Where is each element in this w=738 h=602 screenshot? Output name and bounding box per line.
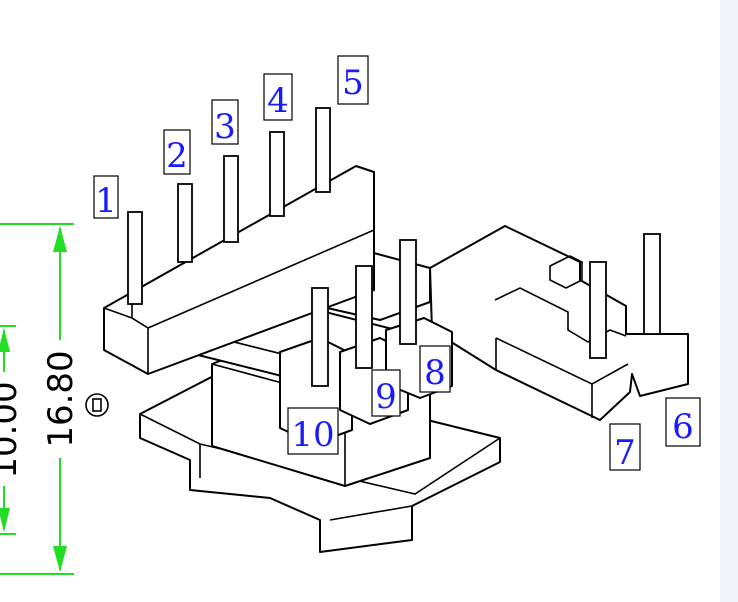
pin-label-4: 4 [263,73,293,121]
pin-label-2: 2 [163,129,191,176]
pin-9 [355,265,373,369]
pin-8 [399,239,417,345]
transformer-bobbin-drawing: 16.80 10.00 [0,55,701,575]
right-header-block [429,225,689,421]
svg-text:6: 6 [672,407,694,447]
arrowhead-up [53,226,67,252]
pin-10 [311,287,329,387]
arrowhead-inner-up [0,328,10,352]
right-header-front-face [495,337,629,418]
svg-text:10: 10 [291,415,334,455]
pin-1 [127,211,143,305]
pin-label-5: 5 [337,55,369,105]
pin-4 [269,131,285,217]
pin-label-10: 10 [287,407,339,455]
pin-6 [643,233,661,335]
pin-2 [177,183,193,263]
svg-text:5: 5 [342,63,364,103]
pin-3 [223,155,239,243]
svg-text:3: 3 [214,107,236,147]
dimension-overall-height: 16.80 [41,350,81,447]
left-header-wall-edge [103,229,375,374]
arrowhead-inner-down [0,508,10,532]
svg-text:9: 9 [375,377,397,417]
svg-text:8: 8 [424,353,446,393]
arrowhead-down [53,546,67,572]
pin-5 [315,107,331,193]
dimension-annotations: 16.80 10.00 [0,223,109,575]
pin-label-1: 1 [93,175,119,221]
dimension-inner-height: 10.00 [0,381,25,478]
right-header-inner-step [494,287,627,343]
pin-7 [589,261,607,359]
svg-text:2: 2 [166,136,188,176]
pin-labels: 1 2 3 4 5 6 7 8 [93,55,701,473]
left-header-wall [103,165,375,375]
tolerance-symbol-icon [85,393,109,417]
svg-text:4: 4 [267,81,289,121]
pin-label-7: 7 [609,423,641,473]
svg-text:7: 7 [614,433,636,473]
bobbin-body [103,107,689,553]
pin-label-9: 9 [371,369,401,417]
pin-label-8: 8 [419,345,451,393]
side-panel [720,0,738,602]
pin-label-6: 6 [665,397,701,447]
pin-label-3: 3 [211,99,239,147]
right-header-slot [549,255,583,289]
svg-text:1: 1 [95,181,117,221]
